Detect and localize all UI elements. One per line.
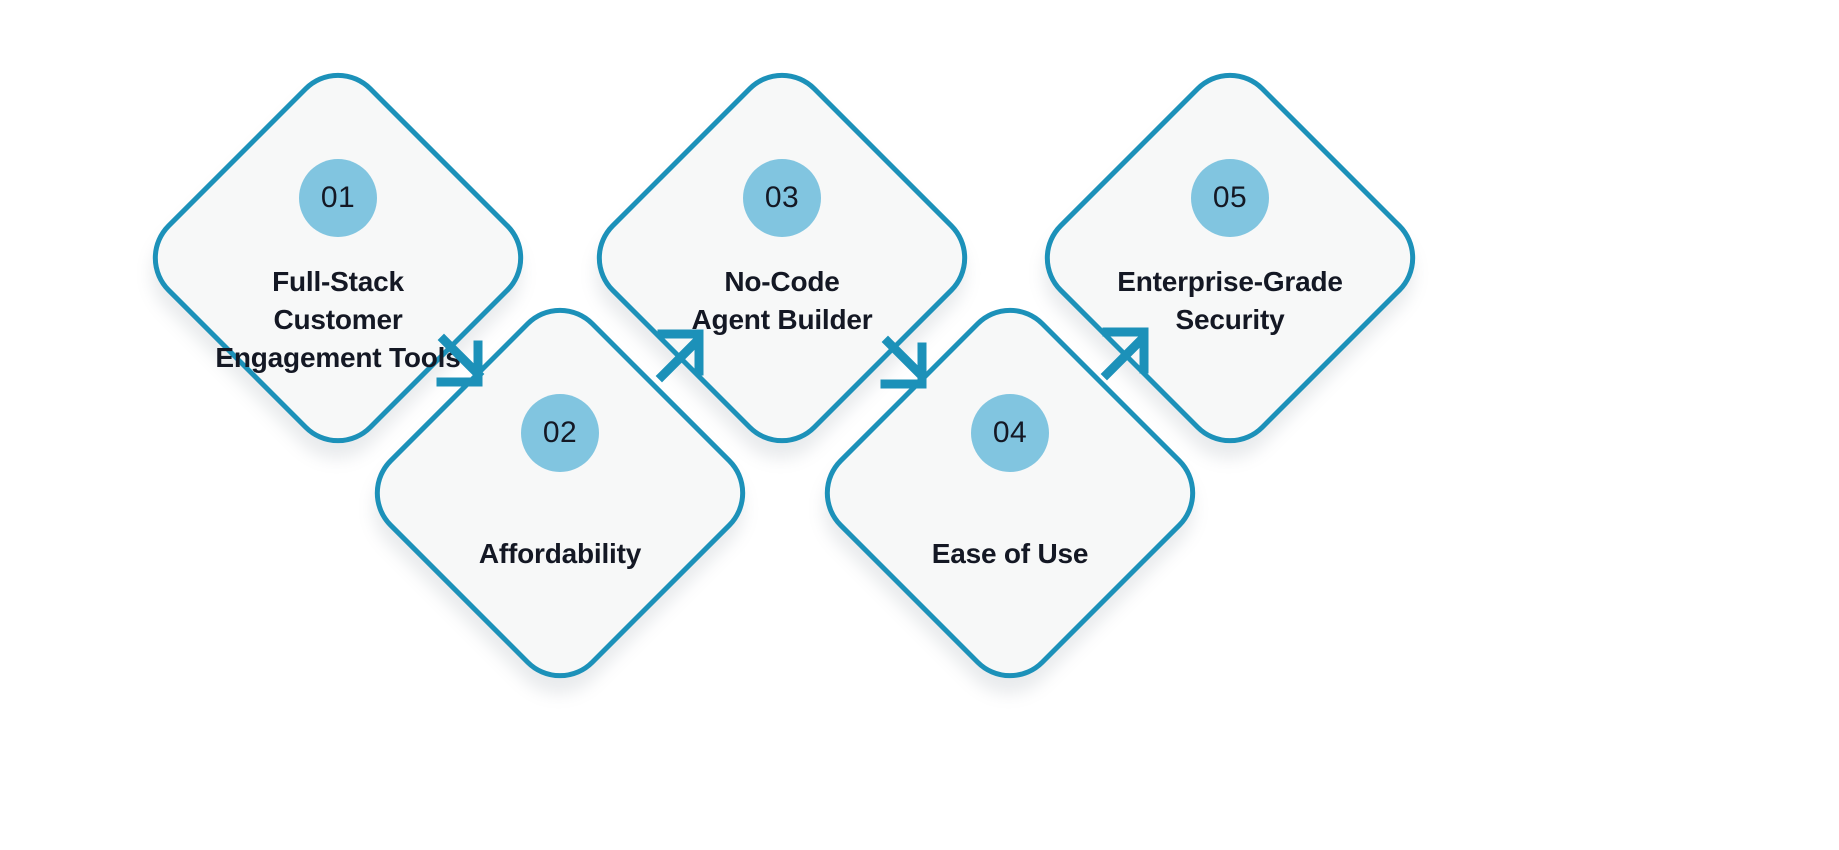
node-04-content: 04 Ease of Use: [865, 348, 1155, 638]
node-02-content: 02 Affordability: [415, 348, 705, 638]
node-02-badge: 02: [521, 394, 599, 472]
node-02-label: Affordability: [478, 538, 642, 569]
node-03[interactable]: 03 No-Code Agent Builder: [576, 52, 988, 464]
node-05-badge: 05: [1191, 159, 1269, 237]
node-03-content: 03 No-Code Agent Builder: [637, 113, 927, 403]
node-04[interactable]: 04 Ease of Use: [804, 287, 1216, 699]
node-05[interactable]: 05 Enterprise-Grade Security: [1024, 52, 1436, 464]
node-01[interactable]: 01 Full-Stack Customer Engagement Tools: [132, 52, 544, 464]
node-05-content: 05 Enterprise-Grade Security: [1085, 113, 1375, 403]
node-03-badge: 03: [743, 159, 821, 237]
node-03-label: No-Code Agent Builder: [691, 266, 873, 335]
node-05-label: Enterprise-Grade Security: [1117, 266, 1343, 335]
node-04-label: Ease of Use: [931, 538, 1089, 569]
node-01-label: Full-Stack Customer Engagement Tools: [215, 266, 461, 373]
node-01-badge: 01: [299, 159, 377, 237]
node-01-content: 01 Full-Stack Customer Engagement Tools: [193, 113, 483, 403]
node-02[interactable]: 02 Affordability: [354, 287, 766, 699]
node-04-badge: 04: [971, 394, 1049, 472]
